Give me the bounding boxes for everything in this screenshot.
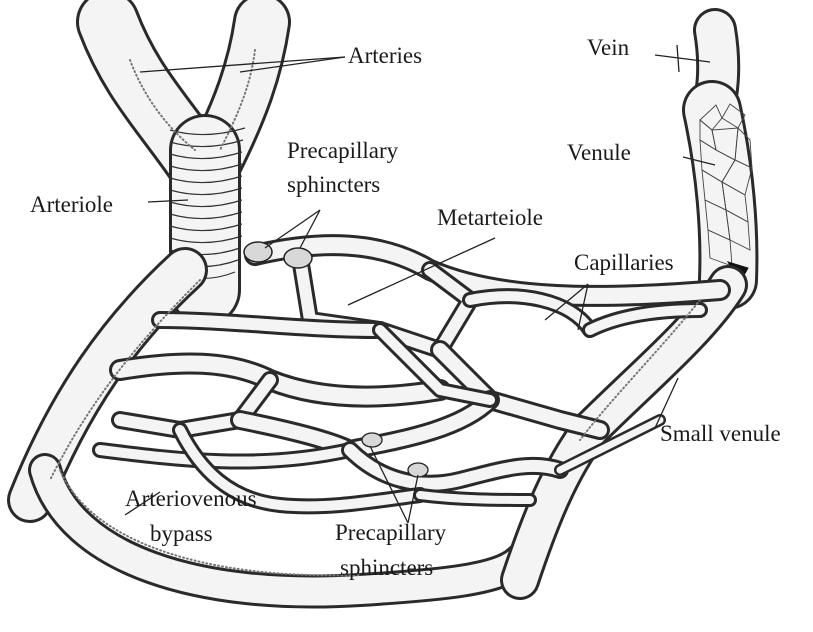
- label-venule: Venule: [567, 140, 631, 165]
- label-precapillary-bottom-line1: Precapillary: [335, 520, 447, 545]
- label-precapillary-top-line2: sphincters: [287, 172, 380, 197]
- label-arteriole: Arteriole: [30, 192, 113, 217]
- label-vein: Vein: [587, 35, 630, 60]
- label-av-bypass-line1: Arteriovenous: [125, 486, 257, 511]
- label-capillaries: Capillaries: [574, 250, 674, 275]
- label-small-venule: Small venule: [660, 421, 781, 446]
- label-arteries: Arteries: [348, 43, 422, 68]
- label-av-bypass-line2: bypass: [150, 521, 213, 546]
- venule-vessel: [700, 104, 752, 282]
- label-precapillary-top-line1: Precapillary: [287, 138, 399, 163]
- label-precapillary-bottom-line2: sphincters: [340, 555, 433, 580]
- label-metarteiole: Metarteiole: [437, 205, 543, 230]
